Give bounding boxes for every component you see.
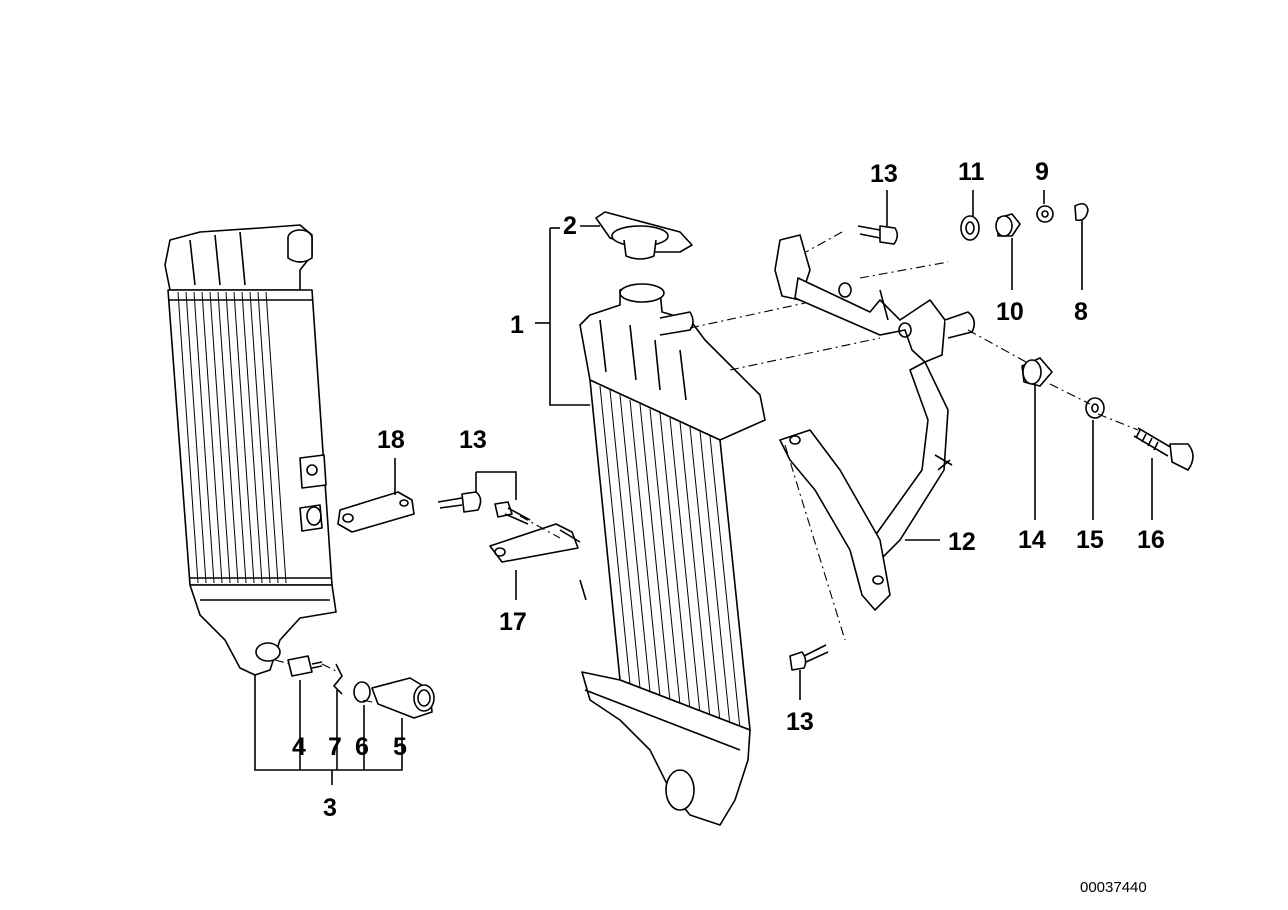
diagram-code: 00037440	[1080, 879, 1147, 896]
left-radiator	[164, 224, 337, 676]
brackets-17-18	[337, 491, 581, 563]
callout-labels: 1 2 3 4 5 6 7 8 9 10 11 12 13 13 13 14 1…	[292, 158, 1165, 896]
main-radiator	[579, 283, 766, 826]
callout-5: 5	[393, 733, 407, 761]
mounting-bracket	[774, 234, 976, 611]
callout-3: 3	[323, 794, 337, 822]
callout-4: 4	[292, 733, 306, 761]
callout-17: 17	[499, 608, 527, 636]
callout-16: 16	[1137, 526, 1165, 554]
callout-13-top: 13	[870, 160, 898, 188]
callout-18: 18	[377, 426, 405, 454]
callout-1: 1	[510, 311, 524, 339]
callout-10: 10	[996, 298, 1024, 326]
callout-8: 8	[1074, 298, 1088, 326]
radiator-cap	[595, 211, 693, 260]
callout-15: 15	[1076, 526, 1104, 554]
callout-14: 14	[1018, 526, 1046, 554]
callout-7: 7	[328, 733, 342, 761]
callout-2: 2	[563, 212, 577, 240]
fastener-hardware	[789, 202, 1194, 671]
alignment-lines	[274, 231, 1139, 703]
drain-plug-assembly	[287, 655, 435, 719]
callout-9: 9	[1035, 158, 1049, 186]
leader-lines	[254, 190, 1153, 785]
callout-13-bottom: 13	[786, 708, 814, 736]
callout-12: 12	[948, 528, 976, 556]
callout-6: 6	[355, 733, 369, 761]
callout-11: 11	[958, 158, 985, 186]
callout-13-middle: 13	[459, 426, 487, 454]
